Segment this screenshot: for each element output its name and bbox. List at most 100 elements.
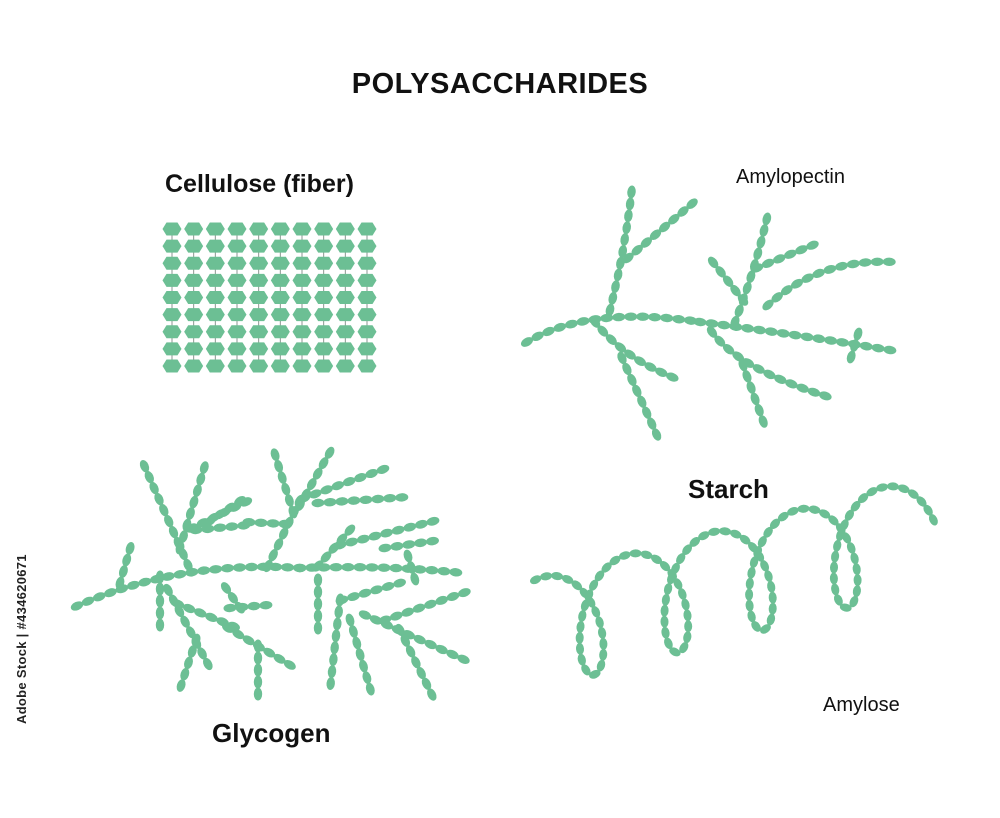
glucose-bead: [751, 621, 761, 632]
amylose-helix: [530, 482, 938, 679]
glucose-bead: [449, 568, 463, 577]
glucose-bead: [923, 504, 933, 516]
glucose-bead: [738, 358, 748, 372]
cellulose-glucose-unit: [335, 359, 355, 373]
glucose-bead: [334, 605, 343, 619]
glucose-bead: [405, 645, 416, 658]
glucose-bead: [362, 671, 372, 684]
glucose-bead: [771, 292, 783, 303]
glucose-bead: [312, 467, 323, 480]
glucose-bead: [627, 373, 637, 387]
glucose-bead: [850, 500, 861, 512]
glucose-bead: [750, 263, 764, 273]
glucose-bead: [223, 603, 237, 613]
glucose-bead: [324, 446, 335, 459]
glucose-bead: [769, 518, 781, 529]
cellulose-glucose-unit: [292, 222, 312, 236]
cellulose-glucose-unit: [249, 359, 269, 373]
glucose-bead: [378, 543, 392, 553]
glucose-bead: [401, 607, 414, 617]
glucose-bead: [640, 550, 653, 559]
cellulose-glucose-unit: [227, 239, 247, 253]
glucose-bead: [530, 575, 542, 585]
glucose-bead: [421, 677, 432, 690]
cellulose-glucose-unit: [162, 308, 182, 322]
glucose-bead: [824, 336, 838, 345]
glucose-bead: [846, 350, 856, 364]
glucose-bead: [624, 312, 638, 321]
glucose-bead: [403, 549, 413, 563]
glucose-bead: [435, 595, 448, 605]
glucose-bead: [618, 551, 631, 560]
cellulose-glucose-unit: [292, 325, 312, 339]
glucose-bead: [660, 604, 669, 617]
glucose-bead: [368, 531, 382, 541]
glucose-bead: [154, 492, 164, 506]
glucose-bead: [312, 560, 324, 572]
cellulose-glucose-unit: [357, 291, 377, 304]
glucose-bead: [737, 294, 749, 306]
glucose-bead: [829, 561, 839, 574]
glucose-bead: [876, 483, 888, 492]
cellulose-glucose-unit: [184, 239, 204, 253]
cellulose-glucose-unit: [162, 239, 182, 253]
glucose-bead: [197, 566, 211, 575]
glucose-bead: [584, 589, 594, 601]
glucose-bead: [278, 519, 292, 529]
glucose-bead: [520, 337, 534, 347]
cellulose-glucose-unit: [249, 291, 269, 304]
glucose-bead: [194, 608, 207, 618]
glucose-bead: [306, 478, 317, 491]
glucose-bead: [671, 562, 680, 575]
glucose-bead: [370, 585, 383, 595]
glucose-bead: [857, 493, 869, 504]
glucose-bead: [849, 595, 859, 608]
glucose-bead: [760, 560, 769, 572]
glucose-bead: [667, 572, 676, 585]
stock-id-watermark: Adobe Stock | #434620671: [14, 554, 29, 724]
glucose-bead: [706, 326, 718, 338]
glucose-bead: [540, 572, 553, 581]
glucose-bead: [852, 585, 861, 598]
cellulose-glucose-unit: [184, 256, 204, 270]
glucose-bead: [270, 448, 280, 462]
glucose-bead: [225, 522, 239, 531]
glucose-bead: [858, 258, 872, 267]
glucose-bead: [576, 317, 590, 326]
glucose-bead: [155, 582, 165, 596]
amylopectin-label: Amylopectin: [736, 166, 845, 188]
glucose-bead: [897, 484, 910, 494]
cellulose-glucose-unit: [270, 308, 290, 322]
glucose-bead: [70, 601, 84, 611]
glucose-bead: [683, 631, 692, 644]
glucose-bead: [297, 493, 311, 503]
glucose-bead: [376, 464, 390, 474]
glucose-bead: [185, 626, 196, 639]
glucose-bead: [163, 583, 173, 597]
glucose-bead: [309, 489, 322, 499]
glucose-bead: [406, 561, 416, 574]
cellulose-glucose-unit: [357, 222, 377, 236]
glucose-bead: [613, 268, 623, 282]
glucose-bead: [323, 497, 337, 507]
glucose-bead: [715, 266, 726, 278]
cellulose-glucose-unit: [357, 273, 377, 287]
cellulose-glucose-unit: [335, 256, 355, 270]
glucose-bead: [753, 325, 766, 335]
glucose-bead: [772, 254, 786, 264]
glucose-bead: [747, 566, 756, 579]
glucose-bead: [599, 637, 608, 650]
glucose-bead: [565, 319, 578, 329]
cellulose-glucose-unit: [227, 308, 247, 322]
glucose-bead: [812, 334, 826, 343]
glucose-bead: [605, 303, 615, 317]
cellulose-glucose-unit: [357, 256, 377, 270]
glucose-bead: [768, 591, 777, 604]
glycogen-chains: [70, 446, 471, 701]
glucose-bead: [426, 516, 440, 526]
glucose-bead: [202, 657, 213, 671]
cellulose-glucose-unit: [205, 273, 225, 287]
glucose-bead: [729, 529, 742, 539]
glucose-bead: [679, 642, 689, 654]
glucose-bead: [171, 599, 185, 609]
